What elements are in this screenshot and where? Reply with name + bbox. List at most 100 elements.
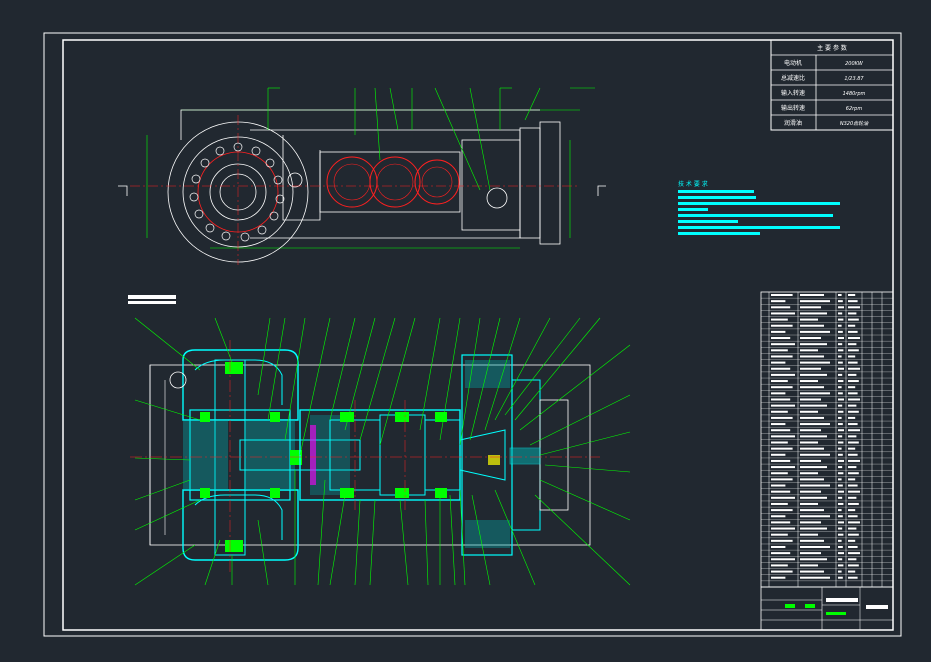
parts-list-cell-glyphs (771, 478, 793, 481)
parts-list-cell-glyphs (771, 392, 786, 395)
parts-list-cell-glyphs (800, 361, 830, 364)
parts-list-cell-glyphs (838, 300, 843, 303)
parts-list-cell-glyphs (800, 380, 818, 383)
parts-list-cell-glyphs (800, 355, 824, 358)
parts-list-cell-glyphs (800, 496, 827, 499)
parts-list-cell-glyphs (800, 373, 827, 376)
parts-list-cell-glyphs (848, 570, 856, 573)
parts-list-cell-glyphs (800, 539, 824, 542)
parts-list-cell-glyphs (848, 318, 859, 321)
parts-list-cell-glyphs (771, 545, 786, 548)
parts-list-cell-glyphs (800, 521, 821, 524)
parts-list-cell-glyphs (800, 478, 824, 481)
parts-list-cell-glyphs (838, 484, 843, 487)
parts-list-cell-glyphs (838, 515, 843, 518)
parts-list-cell-glyphs (848, 330, 858, 333)
parts-list-cell-glyphs (838, 552, 844, 555)
param-value-input-speed: 1480rpm (843, 91, 866, 97)
parts-list-cell-glyphs (771, 324, 793, 327)
param-label-motor: 电动机 (784, 59, 802, 67)
parts-list-cell-glyphs (848, 416, 856, 419)
parts-list-cell-glyphs (848, 294, 856, 296)
parts-list-cell-glyphs (838, 490, 844, 493)
parts-list-cell-glyphs (771, 337, 791, 340)
parts-list-cell-glyphs (838, 478, 842, 481)
parts-list-cell-glyphs (848, 539, 856, 542)
parts-list-cell-glyphs (800, 318, 818, 321)
parts-list-cell-glyphs (771, 539, 793, 542)
parts-list-cell-glyphs (848, 337, 860, 340)
parts-list-cell-glyphs (800, 515, 830, 518)
parts-list-cell-glyphs (838, 576, 843, 579)
parts-list-cell-glyphs (848, 386, 856, 389)
parts-list-cell-glyphs (848, 392, 858, 395)
parts-list-cell-glyphs (800, 312, 827, 315)
parts-list-cell-glyphs (771, 509, 793, 512)
parts-list-cell-glyphs (771, 380, 788, 383)
parts-list-cell-glyphs (838, 361, 843, 364)
parts-list-cell-glyphs (800, 435, 827, 438)
parts-list-cell-glyphs (771, 343, 795, 346)
parts-list-cell-glyphs (848, 300, 858, 303)
parts-list-cell-glyphs (800, 343, 827, 346)
parts-list-cell-glyphs (771, 533, 788, 536)
parts-list-cell-glyphs (848, 435, 857, 438)
parts-list-cell-glyphs (771, 472, 788, 475)
parts-list-cell-glyphs (800, 386, 824, 389)
parts-list-cell-glyphs (800, 429, 821, 432)
parts-list-cell-glyphs (848, 552, 860, 555)
parts-list-cell-glyphs (838, 441, 844, 444)
parts-list-cell-glyphs (838, 539, 842, 542)
parts-list-cell-glyphs (771, 306, 791, 309)
parts-list-cell-glyphs (838, 330, 843, 333)
parts-list-cell-glyphs (848, 447, 856, 450)
parts-list-cell-glyphs (838, 312, 843, 315)
parts-list-table (760, 291, 894, 588)
parts-list-cell-glyphs (771, 429, 791, 432)
parts-list-cell-glyphs (771, 404, 795, 407)
parts-list-cell-glyphs (771, 552, 791, 555)
parts-list-cell-glyphs (838, 294, 842, 296)
parts-list-cell-glyphs (838, 453, 843, 456)
parts-list-cell-glyphs (800, 410, 818, 413)
parts-list-cell-glyphs (838, 343, 843, 346)
parts-list-cell-glyphs (838, 564, 844, 567)
parts-list-cell-glyphs (848, 404, 857, 407)
parts-list-cell-glyphs (771, 490, 791, 493)
parts-list-cell-glyphs (771, 441, 788, 444)
parts-list-cell-glyphs (838, 521, 844, 524)
parts-list-cell-glyphs (771, 294, 793, 296)
parts-list-cell-glyphs (800, 453, 830, 456)
parts-list-cell-glyphs (848, 490, 860, 493)
parts-list-cell-glyphs (838, 318, 844, 321)
param-label-input-speed: 输入转速 (781, 89, 805, 97)
parts-list-cell-glyphs (800, 570, 824, 573)
parts-list-cell-glyphs (800, 306, 821, 309)
parts-list-cell-glyphs (771, 521, 791, 524)
parts-list-cell-glyphs (848, 533, 859, 536)
parts-list-cell-glyphs (771, 558, 795, 561)
parts-list-cell-glyphs (838, 349, 844, 352)
parts-list-cell-glyphs (848, 502, 859, 505)
param-value-output-speed: 62rpm (846, 106, 863, 112)
parts-list-cell-glyphs (800, 564, 818, 567)
parts-list-cell-glyphs (800, 509, 824, 512)
parts-list-cell-glyphs (848, 429, 860, 432)
parts-list-cell-glyphs (838, 509, 842, 512)
parts-list-cell-glyphs (771, 515, 786, 518)
parts-list-cell-glyphs (838, 386, 842, 389)
parts-list-cell-glyphs (848, 380, 859, 383)
parts-list-cell-glyphs (771, 318, 788, 321)
parts-list-cell-glyphs (838, 373, 843, 376)
parts-list-cell-glyphs (848, 545, 858, 548)
parts-list-cell-glyphs (800, 472, 818, 475)
parts-list-cell-glyphs (771, 410, 788, 413)
parts-list-cell-glyphs (800, 545, 830, 548)
parts-list-cell-glyphs (800, 441, 818, 444)
parts-list-cell-glyphs (848, 349, 859, 352)
parts-list-cell-glyphs (848, 398, 860, 401)
parts-list-cell-glyphs (838, 355, 842, 358)
parts-list-cell-glyphs (771, 447, 793, 450)
parts-list-cell-glyphs (771, 386, 793, 389)
parts-list-cell-glyphs (838, 324, 842, 327)
